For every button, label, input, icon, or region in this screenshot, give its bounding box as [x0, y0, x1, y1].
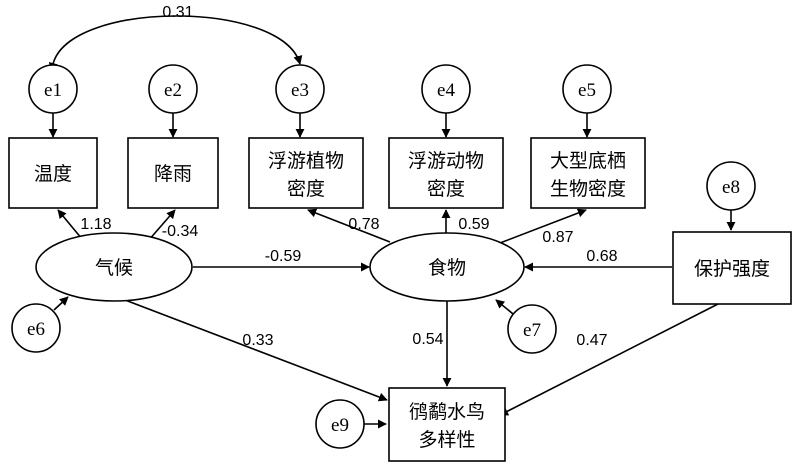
error-e1: e1: [28, 64, 78, 114]
svg-text:保护强度: 保护强度: [694, 258, 770, 280]
coef-food-diversity: 0.54: [412, 331, 443, 348]
error-e2: e2: [148, 64, 198, 114]
node-zooplankton-density: 浮游动物 密度: [388, 137, 504, 209]
node-food: 食物: [369, 232, 525, 302]
edge-food-phytoplankton: [307, 208, 391, 243]
svg-text:e6: e6: [27, 319, 45, 340]
error-e8: e8: [706, 161, 756, 211]
coef-climate-food: -0.59: [265, 248, 302, 265]
node-protection-intensity: 保护强度: [672, 231, 792, 305]
svg-text:e3: e3: [291, 80, 309, 101]
error-e9: e9: [315, 399, 365, 449]
coef-climate-temperature: 1.18: [80, 216, 111, 233]
edge-e6-climate: [53, 296, 69, 311]
node-rainfall: 降雨: [127, 137, 219, 209]
svg-text:e4: e4: [437, 80, 455, 101]
node-phytoplankton-density: 浮游植物 密度: [248, 137, 364, 209]
svg-text:鸻鹬水鸟: 鸻鹬水鸟: [409, 401, 485, 423]
edge-climate-temperature: [57, 209, 83, 240]
node-shorebird-diversity: 鸻鹬水鸟 多样性: [388, 387, 506, 462]
node-temperature: 温度: [8, 137, 98, 209]
error-e6: e6: [11, 303, 61, 353]
svg-text:食物: 食物: [428, 257, 466, 279]
svg-text:浮游植物: 浮游植物: [268, 150, 344, 172]
error-e4: e4: [421, 64, 471, 114]
svg-text:多样性: 多样性: [418, 429, 475, 451]
svg-text:e9: e9: [331, 415, 349, 436]
svg-text:生物密度: 生物密度: [550, 178, 626, 200]
error-e3: e3: [275, 64, 325, 114]
svg-text:浮游动物: 浮游动物: [408, 150, 484, 172]
edge-climate-diversity: [111, 294, 388, 402]
coef-protection-diversity: 0.47: [576, 332, 607, 349]
svg-text:大型底栖: 大型底栖: [550, 150, 626, 172]
edge-food-benthos: [499, 208, 587, 244]
svg-text:e2: e2: [164, 80, 182, 101]
svg-text:密度: 密度: [287, 178, 325, 200]
coef-climate-rainfall: -0.34: [162, 223, 199, 240]
svg-text:e8: e8: [722, 177, 740, 198]
svg-text:密度: 密度: [427, 178, 465, 200]
node-benthos-density: 大型底栖 生物密度: [530, 137, 646, 209]
svg-text:气候: 气候: [95, 257, 133, 279]
covariance-arc-e1-e3: [48, 15, 303, 72]
svg-text:降雨: 降雨: [154, 163, 192, 185]
edge-protection-diversity: [499, 303, 719, 416]
coef-food-zooplankton: 0.59: [458, 216, 489, 233]
coef-food-phytoplankton: 0.78: [348, 216, 379, 233]
svg-text:e7: e7: [523, 320, 541, 341]
node-climate: 气候: [35, 232, 193, 302]
svg-text:e5: e5: [578, 80, 596, 101]
coef-protection-food: 0.68: [586, 248, 617, 265]
svg-text:温度: 温度: [34, 163, 72, 185]
coef-climate-diversity: 0.33: [242, 332, 273, 349]
edge-climate-rainfall: [147, 209, 176, 242]
error-e7: e7: [507, 304, 557, 354]
coef-food-benthos: 0.87: [542, 229, 573, 246]
error-e5: e5: [562, 64, 612, 114]
coef-e1-e3: 0.31: [162, 4, 193, 21]
svg-text:e1: e1: [44, 80, 62, 101]
